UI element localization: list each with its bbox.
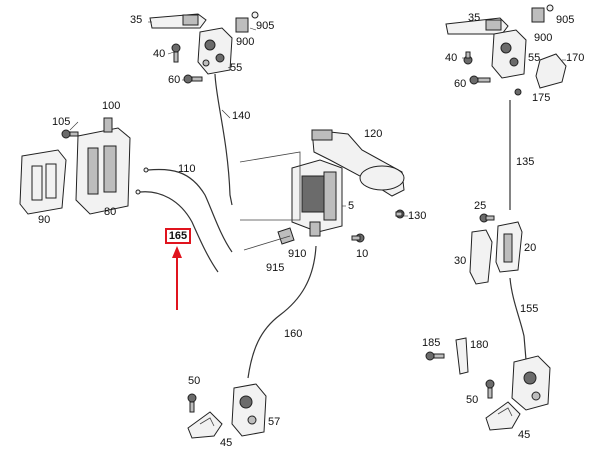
part-label-40-left: 40 <box>153 48 166 60</box>
part-label-57: 57 <box>268 416 281 428</box>
highlight-arrow <box>172 246 182 310</box>
cable-110 <box>147 168 233 253</box>
screw-130 <box>395 209 405 219</box>
part-label-45-left: 45 <box>220 437 233 449</box>
part-label-45-right: 45 <box>518 429 531 441</box>
part-label-185: 185 <box>422 337 441 349</box>
part-label-10: 10 <box>356 248 369 260</box>
part-label-135: 135 <box>516 156 535 168</box>
part-label-40-right: 40 <box>445 52 458 64</box>
bracket-100 <box>103 117 113 133</box>
part-label-905-right: 905 <box>556 14 575 26</box>
part-label-90: 90 <box>38 214 51 226</box>
part-label-900-right: 900 <box>534 32 553 44</box>
part-label-180: 180 <box>470 339 489 351</box>
rear-lock-right <box>511 355 551 411</box>
screw-105 <box>61 129 79 139</box>
part-label-120: 120 <box>364 128 383 140</box>
screw-185 <box>425 351 445 361</box>
part-label-105: 105 <box>52 116 71 128</box>
leader-lines <box>69 21 566 217</box>
screw-50-right <box>485 379 495 399</box>
part-label-130: 130 <box>408 210 427 222</box>
screw-40-left <box>171 43 181 63</box>
screw-60-left <box>183 74 203 84</box>
part-label-60-right: 60 <box>454 78 467 90</box>
inner-handle-80 <box>75 127 131 215</box>
part-label-915: 915 <box>266 262 285 274</box>
handle-20 <box>495 221 523 273</box>
switch-905-right <box>531 4 554 23</box>
bracket-180 <box>455 337 469 375</box>
part-label-20: 20 <box>524 242 537 254</box>
door-lock-5 <box>291 159 343 233</box>
screw-60-right <box>469 75 491 85</box>
cable-165 <box>139 191 219 273</box>
highlighted-part-label-165: 165 <box>165 228 191 244</box>
part-label-170: 170 <box>566 52 585 64</box>
striker-45-right <box>485 401 521 431</box>
part-label-160: 160 <box>284 328 303 340</box>
clip-915 <box>277 227 295 245</box>
part-label-5: 5 <box>348 200 355 212</box>
part-label-110: 110 <box>178 163 196 175</box>
part-label-80: 80 <box>104 206 117 218</box>
rear-lock-57 <box>231 383 267 437</box>
part-label-175: 175 <box>532 92 551 104</box>
part-label-905-left: 905 <box>256 20 275 32</box>
part-label-100: 100 <box>102 100 121 112</box>
door-lock-55-right <box>491 29 527 79</box>
bracket-170 <box>535 53 567 89</box>
part-label-25: 25 <box>474 200 487 212</box>
door-lock-55-left <box>197 27 233 75</box>
screw-50-left <box>187 393 197 413</box>
part-label-55-right: 55 <box>528 52 541 64</box>
part-label-60-left: 60 <box>168 74 181 86</box>
switch-905-left <box>235 11 259 33</box>
handle-30 <box>469 229 493 285</box>
part-label-910: 910 <box>288 248 307 260</box>
clip-910 <box>309 221 321 237</box>
part-label-900-left: 900 <box>236 36 255 48</box>
part-label-50-left: 50 <box>188 375 201 387</box>
cable-140 <box>214 73 233 206</box>
part-label-30: 30 <box>454 255 467 267</box>
part-label-50-right: 50 <box>466 394 479 406</box>
part-label-155: 155 <box>520 303 539 315</box>
clip-175 <box>514 88 522 96</box>
cable-155 <box>509 277 527 361</box>
striker-45-left <box>187 411 223 439</box>
part-label-35-right: 35 <box>468 12 481 24</box>
cable-160 <box>247 245 317 379</box>
screw-10 <box>351 233 365 243</box>
key-lever-35-right <box>445 17 509 35</box>
part-label-55-left: 55 <box>230 62 243 74</box>
key-lever-35-left <box>149 13 207 29</box>
part-label-35-left: 35 <box>130 14 143 26</box>
screw-25 <box>479 213 495 223</box>
trim-frame-90 <box>19 149 67 215</box>
part-label-140: 140 <box>232 110 251 122</box>
outside-handle-120 <box>311 129 405 197</box>
